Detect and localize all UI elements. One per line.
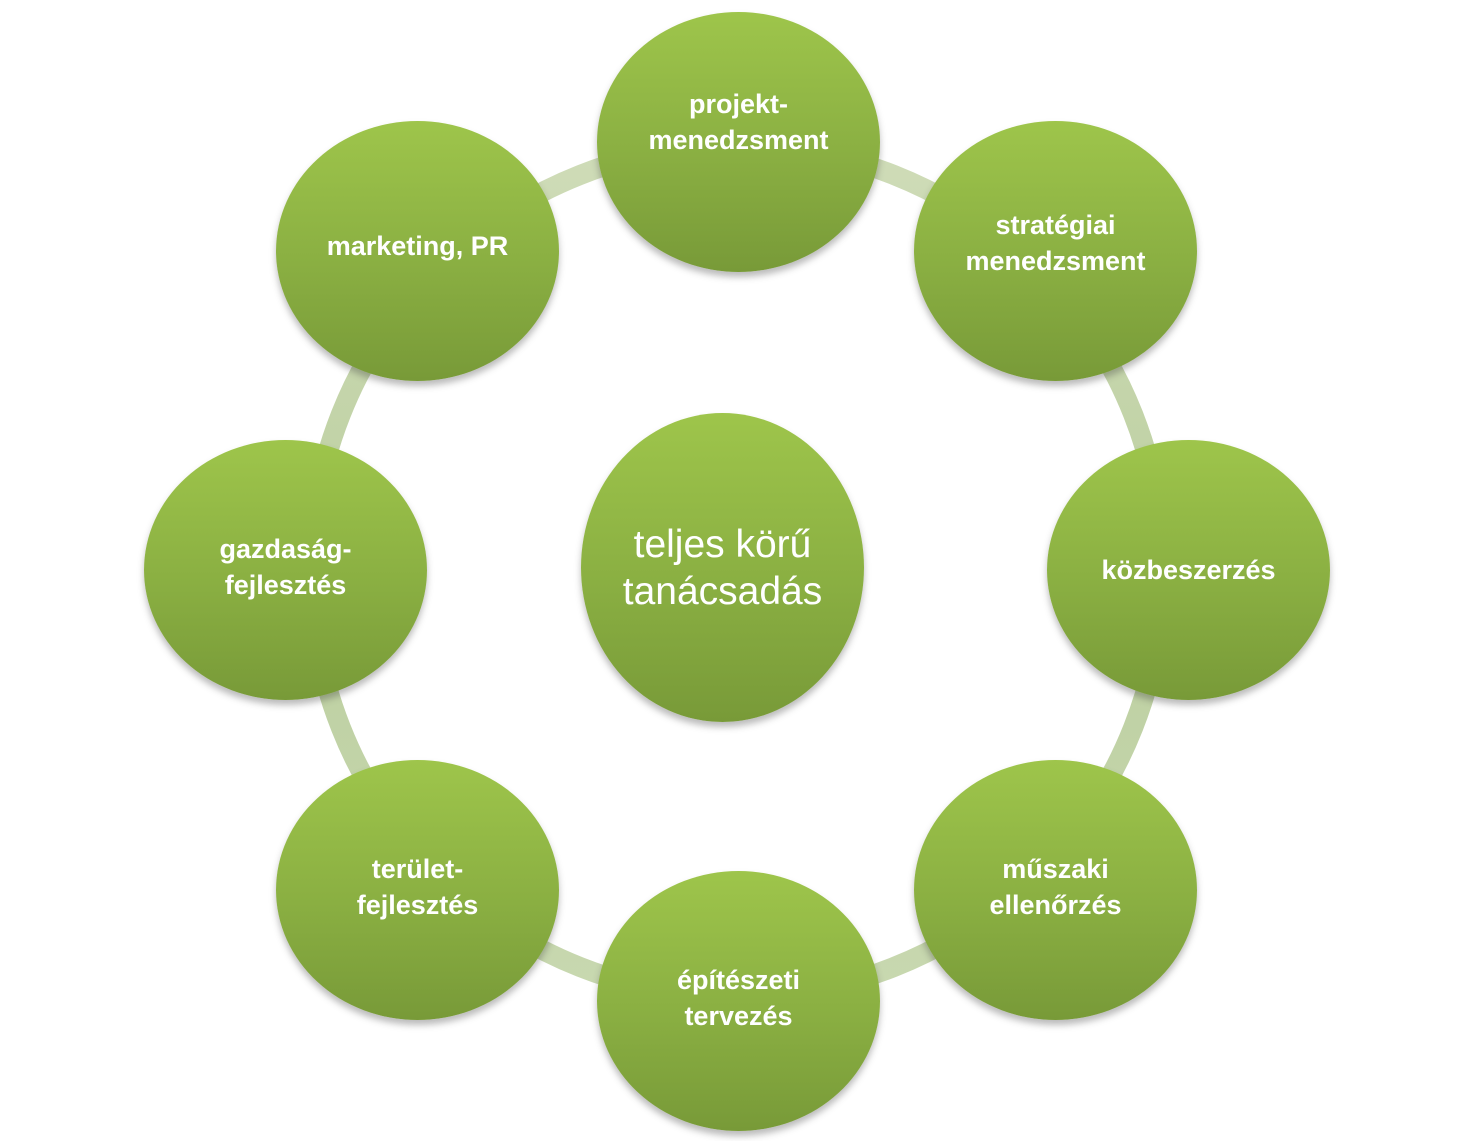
node-strategiai-menedzsment: stratégiai menedzsment xyxy=(914,121,1197,381)
node-muszaki-ellenorzes: műszaki ellenőrzés xyxy=(914,760,1197,1020)
node-marketing-pr: marketing, PR xyxy=(276,121,559,381)
node-terulet-fejlesztes: terület- fejlesztés xyxy=(276,760,559,1020)
center-node: teljes körű tanácsadás xyxy=(581,413,864,722)
node-projekt-menedzsment: projekt- menedzsment xyxy=(597,12,880,272)
node-label: építészeti tervezés xyxy=(676,965,801,1031)
node-label: stratégiai menedzsment xyxy=(965,209,1146,276)
node-label: marketing, PR xyxy=(326,231,509,261)
node-label: terület- fejlesztés xyxy=(356,854,479,920)
node-gazdasag-fejlesztes: gazdaság- fejlesztés xyxy=(144,440,427,700)
node-label: közbeszerzés xyxy=(1101,555,1276,585)
node-label: gazdaság- fejlesztés xyxy=(219,534,352,600)
node-kozbeszerzes: közbeszerzés xyxy=(1047,440,1330,700)
center-node-label: teljes körű tanácsadás xyxy=(622,522,823,613)
node-epiteszeti-tervezes: építészeti tervezés xyxy=(597,871,880,1131)
node-label: projekt- menedzsment xyxy=(648,89,829,155)
node-label: műszaki ellenőrzés xyxy=(989,854,1122,920)
